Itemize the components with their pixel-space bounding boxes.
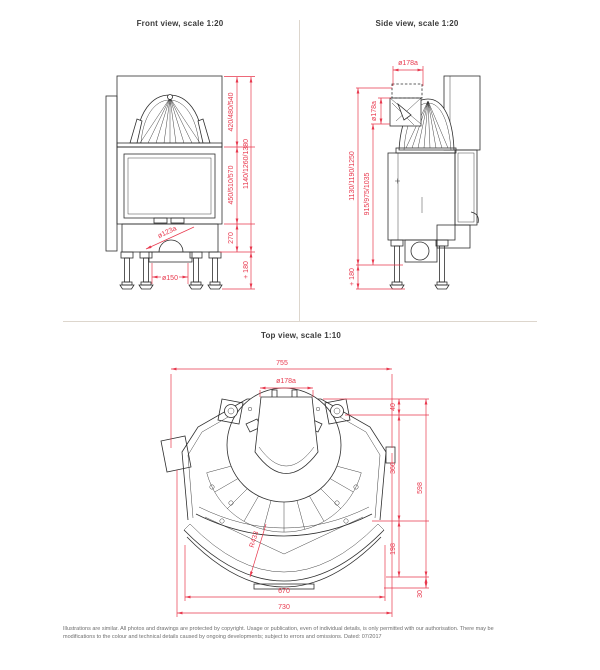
screw-details xyxy=(209,406,359,524)
dim-side-total-height: 1130/1190/1250 xyxy=(349,151,356,201)
dim-front-hood-height: 420/480/540 xyxy=(228,92,235,131)
dim-top-flue: ø178a xyxy=(276,378,296,385)
dim-top-glass-radius: R433 xyxy=(249,530,261,548)
top-view-dimensions: 755 ø178a 40 360 198 598 30 670 730 R433 xyxy=(170,360,429,617)
dim-top-front-width: 730 xyxy=(278,604,290,611)
copyright-note-line2: modifications to the colour and technica… xyxy=(63,634,382,641)
front-view-dimensions: 420/480/540 450/510/570 270 1140/1260/13… xyxy=(145,76,255,290)
dim-front-total-height: 1140/1260/1380 xyxy=(243,139,250,189)
front-view-drawing xyxy=(105,75,223,290)
vertical-divider xyxy=(299,20,300,322)
dim-side-flue-side: ø178a xyxy=(371,101,378,121)
dim-side-body-height: 915/975/1035 xyxy=(364,172,371,215)
dim-top-front-depth: 198 xyxy=(390,543,397,555)
top-view-title: Top view, scale 1:10 xyxy=(260,331,342,340)
dim-front-leg-adjust: + 180 xyxy=(243,261,250,279)
side-view-title: Side view, scale 1:20 xyxy=(375,19,459,28)
top-view-drawing xyxy=(160,387,396,590)
side-view-drawing xyxy=(387,75,481,290)
dim-front-air-spigot: ø123a xyxy=(157,225,178,240)
dim-top-total-depth: 598 xyxy=(417,482,424,494)
dim-top-total-width: 755 xyxy=(276,360,288,367)
copyright-note-line1: Illustrations are similar. All photos an… xyxy=(63,626,494,632)
dim-top-front-lip: 30 xyxy=(417,590,424,598)
dim-top-body-depth: 360 xyxy=(390,462,397,474)
front-view-title: Front view, scale 1:20 xyxy=(136,19,224,28)
copyright-note: Illustrations are similar. All photos an… xyxy=(63,625,563,642)
side-view-dimensions: ø178a ø178a 1130/1190/1250 915/975/1035 … xyxy=(349,60,424,290)
dim-top-glass-width: 670 xyxy=(278,588,290,595)
dim-side-leg-adjust: + 180 xyxy=(349,268,356,286)
dim-front-base-height: 270 xyxy=(228,232,235,244)
dim-front-door-height: 450/510/570 xyxy=(228,165,235,204)
dim-side-flue-top: ø178a xyxy=(398,60,418,67)
horizontal-divider xyxy=(63,321,537,322)
dim-front-air-duct: ø150 xyxy=(162,275,178,282)
dim-top-rear-gap: 40 xyxy=(390,403,397,411)
